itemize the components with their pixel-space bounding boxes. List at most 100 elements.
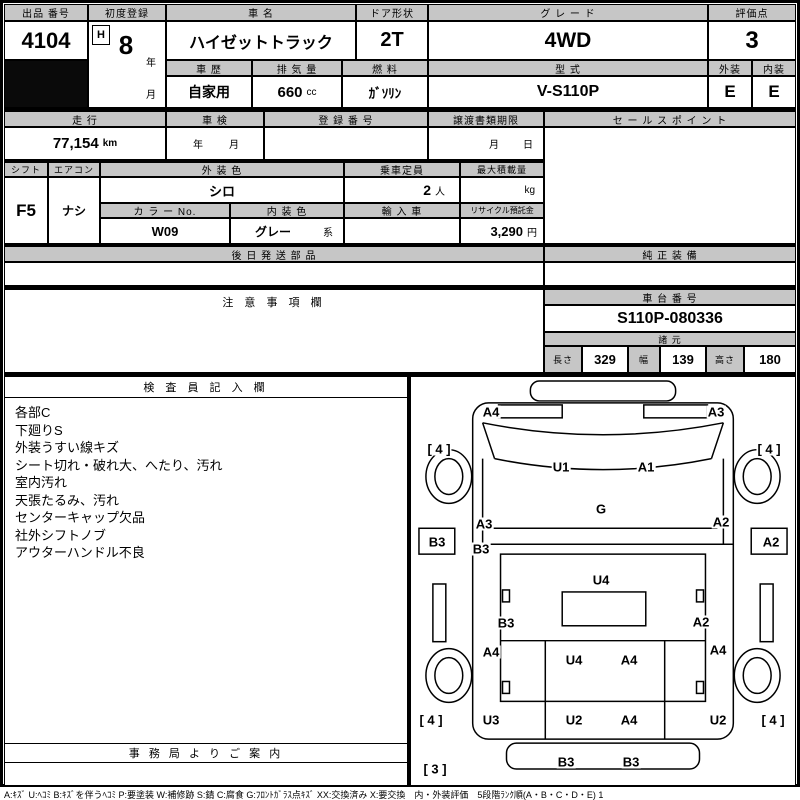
max-load-unit: kg [524, 184, 535, 196]
dimensions-header: 諸 元 [544, 332, 796, 346]
transfer-deadline-value: 月 日 [428, 127, 544, 160]
later-parts-box [4, 262, 544, 286]
max-load-header: 最大積載量 [460, 162, 544, 177]
displacement-unit: cc [306, 86, 317, 98]
damage-code-label: A3 [474, 516, 494, 532]
length-value: 329 [582, 346, 628, 373]
door-shape-header: ドア形状 [356, 4, 428, 21]
damage-code-label: A2 [761, 534, 781, 550]
damage-code-label: B3 [621, 754, 641, 770]
damage-code-label: [ 4 ] [426, 441, 452, 457]
frame-right [797, 0, 800, 787]
shift: F5 [4, 177, 48, 244]
chassis-number: S110P-080336 [544, 305, 796, 332]
recycle-fee-header: リサイクル預託金 [460, 203, 544, 218]
inspector-note: 社外シフトノブ [15, 527, 107, 543]
inspector-note: 各部C [15, 405, 51, 420]
damage-code-label: U2 [708, 712, 728, 728]
width-value: 139 [660, 346, 706, 373]
car-name-header: 車 名 [166, 4, 356, 21]
inspection-header: 車 検 [166, 111, 264, 127]
inspector-note: 室内汚れ [15, 475, 68, 490]
capacity-header: 乗車定員 [344, 162, 460, 177]
car-name: ハイゼットトラック [166, 21, 356, 60]
genuine-equipment-header: 純 正 装 備 [544, 246, 796, 262]
first-registration-cell: H 8 年 月 [88, 21, 166, 108]
divider [408, 376, 410, 786]
inspector-note: 天張たるみ、汚れ [15, 492, 120, 508]
inspector-note: 下廻りS [15, 422, 63, 438]
displacement-header: 排 気 量 [252, 60, 342, 76]
import-header: 輸 入 車 [344, 203, 460, 218]
registration-number-header: 登 録 番 号 [264, 111, 428, 127]
model-header: 型 式 [428, 60, 708, 76]
damage-code-label: B3 [427, 534, 447, 550]
damage-code-label: B3 [556, 754, 576, 770]
damage-code-label: A2 [691, 614, 711, 630]
mileage-header: 走 行 [4, 111, 166, 127]
capacity-unit: 人 [435, 186, 445, 198]
divider [4, 160, 544, 162]
damage-code-label: B3 [471, 541, 491, 557]
length-label: 長さ [544, 346, 582, 373]
genuine-equipment-box [544, 262, 796, 286]
mileage: 77,154 km [4, 127, 166, 160]
model-code: V-S110P [428, 76, 708, 108]
damage-code-label: A2 [711, 514, 731, 530]
auction-number-header: 出品 番号 [4, 4, 88, 21]
recycle-fee: 3,290 円 [460, 218, 544, 244]
damage-code-label: [ 4 ] [418, 712, 444, 728]
displacement: 660 cc [252, 76, 342, 108]
inspector-title: 検 査 員 記 入 欄 [5, 377, 407, 398]
damage-code-label: A3 [706, 404, 726, 420]
damage-code-label: [ 3 ] [422, 761, 448, 777]
exterior-grade-header: 外装 [708, 60, 752, 76]
exterior-color-header: 外 装 色 [100, 162, 344, 177]
sales-point-box [544, 127, 796, 244]
transfer-deadline-header: 譲渡書類期限 [428, 111, 544, 127]
damage-code-label: A4 [619, 712, 639, 728]
interior-color-suffix: 系 [323, 227, 333, 239]
first-registration-header: 初度登録 [88, 4, 166, 21]
mileage-value: 77,154 [52, 135, 99, 152]
damage-code-label: U4 [564, 652, 584, 668]
registration-number-value [264, 127, 428, 160]
recycle-fee-value: 3,290 [490, 223, 523, 239]
inspection-year-label: 年 [193, 140, 203, 151]
damage-code-label: A4 [481, 404, 501, 420]
interior-color-value: グレー [255, 224, 292, 239]
later-parts-header: 後 日 発 送 部 品 [4, 246, 544, 262]
damage-code-label: B3 [496, 615, 516, 631]
fuel: ｶﾞｿﾘﾝ [342, 76, 428, 108]
exterior-grade: E [708, 76, 752, 108]
aircon-header: エアコン [48, 162, 100, 177]
divider [4, 108, 796, 111]
damage-code-label: [ 4 ] [756, 441, 782, 457]
damage-code-label: A4 [708, 642, 728, 658]
damage-code-label: U1 [551, 459, 571, 475]
mileage-unit: km [102, 138, 118, 149]
legend: A:ｷｽﾞ U:ﾍｺﾐ B:ｷｽﾞを伴うﾍｺﾐ P:要塗装 W:補修跡 S:錆 … [4, 790, 604, 800]
grade-header: グ レ ー ド [428, 4, 708, 21]
auction-number: 4104 [4, 21, 88, 60]
door-shape: 2T [356, 21, 428, 60]
fuel-header: 燃 料 [342, 60, 428, 76]
transfer-month-label: 月 [489, 140, 499, 151]
width-label: 幅 [628, 346, 660, 373]
divider [4, 244, 796, 246]
grade: 4WD [428, 21, 708, 60]
exterior-color: シロ [100, 177, 344, 203]
office-strip: 事 務 局 よ り ご 案 内 [5, 743, 407, 763]
import-value [344, 218, 460, 244]
height-label: 高さ [706, 346, 744, 373]
shift-header: シフト [4, 162, 48, 177]
inspector-note: アウターハンドル不良 [15, 545, 145, 560]
transfer-day-label: 日 [523, 140, 533, 151]
score-header: 評価点 [708, 4, 796, 21]
frame-left [0, 0, 3, 787]
inspection-month-label: 月 [229, 140, 239, 151]
displacement-value: 660 [277, 83, 303, 101]
